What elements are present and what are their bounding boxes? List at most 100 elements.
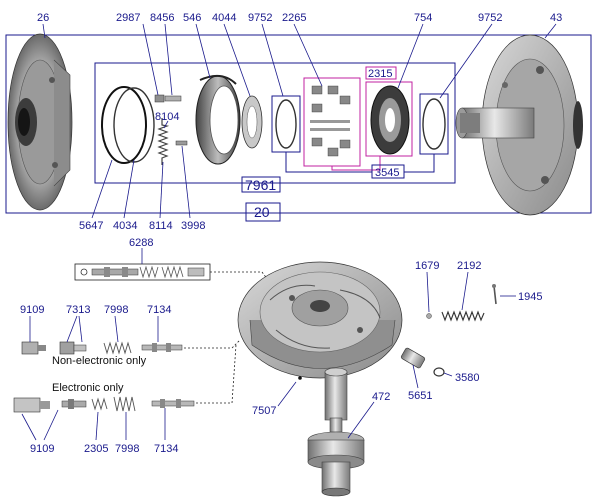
leader-9752a bbox=[261, 23, 284, 97]
leader-non-electronic-to-body bbox=[184, 339, 241, 349]
leader-electronic-to-body bbox=[196, 344, 237, 404]
label-754: 754 bbox=[414, 12, 432, 24]
o-ring-9752-right bbox=[422, 98, 446, 150]
label-472: 472 bbox=[372, 391, 390, 403]
label-2192: 2192 bbox=[457, 260, 481, 272]
valve-9109-electronic bbox=[13, 397, 50, 413]
seal-ring-4034 bbox=[113, 87, 155, 163]
label-1679: 1679 bbox=[415, 260, 439, 272]
leader-9752b bbox=[439, 23, 493, 99]
note-electronic: Electronic only bbox=[52, 382, 124, 394]
leader-9109b-2 bbox=[43, 409, 59, 441]
leader-754 bbox=[397, 23, 424, 89]
leader-5651 bbox=[412, 364, 419, 389]
thrust-washer-4044 bbox=[241, 95, 263, 149]
callout-7961-box bbox=[241, 176, 281, 193]
label-9109-bottom: 9109 bbox=[30, 443, 54, 455]
leader-2265 bbox=[293, 23, 323, 87]
valve-assembly-6288 bbox=[80, 265, 205, 279]
label-2305: 2305 bbox=[84, 443, 108, 455]
leader-7507 bbox=[277, 381, 297, 407]
label-6288: 6288 bbox=[129, 237, 153, 249]
note-non-electronic: Non-electronic only bbox=[52, 355, 147, 367]
assembly-20-frame bbox=[5, 34, 592, 214]
spring-7998-electronic bbox=[113, 396, 136, 412]
leader-7313b bbox=[78, 315, 83, 343]
leader-2305 bbox=[95, 411, 99, 441]
label-9752-right: 9752 bbox=[478, 12, 502, 24]
leader-3580 bbox=[443, 372, 453, 377]
label-9752-left: 9752 bbox=[248, 12, 272, 24]
leader-6288-to-body bbox=[210, 271, 269, 281]
leader-8114 bbox=[159, 161, 164, 219]
leader-472 bbox=[347, 401, 375, 439]
leader-9109b-1 bbox=[21, 413, 37, 441]
valve-8456 bbox=[164, 95, 182, 102]
label-7998-bottom: 7998 bbox=[115, 443, 139, 455]
label-4034: 4034 bbox=[113, 220, 137, 232]
seal-ring-5647 bbox=[101, 86, 147, 164]
label-43: 43 bbox=[550, 12, 562, 24]
label-20: 20 bbox=[254, 204, 270, 220]
label-2315: 2315 bbox=[368, 68, 392, 80]
leader-3998 bbox=[181, 145, 191, 219]
label-5651: 5651 bbox=[408, 390, 432, 402]
stator-support-43 bbox=[455, 34, 583, 216]
leader-26 bbox=[42, 23, 46, 39]
label-1945: 1945 bbox=[518, 291, 542, 303]
bracket-2315 bbox=[331, 156, 381, 171]
check-ball-1679 bbox=[426, 313, 432, 319]
label-7313: 7313 bbox=[66, 304, 90, 316]
label-5647: 5647 bbox=[79, 220, 103, 232]
o-ring-3580 bbox=[433, 367, 445, 377]
spring-7998-non-electronic bbox=[103, 341, 132, 355]
label-7998-top: 7998 bbox=[104, 304, 128, 316]
bracket-3545 bbox=[285, 152, 372, 173]
valve-body-7507 bbox=[237, 261, 403, 380]
label-2265: 2265 bbox=[282, 12, 306, 24]
plug-2987 bbox=[154, 94, 165, 103]
pump-body-26 bbox=[7, 33, 73, 211]
valve-7134-non-electronic bbox=[141, 343, 183, 352]
label-9109-top: 9109 bbox=[20, 304, 44, 316]
spring-2305 bbox=[91, 397, 108, 411]
leader-7313a bbox=[66, 315, 78, 343]
label-8104: 8104 bbox=[155, 111, 179, 123]
input-shaft-472 bbox=[307, 367, 365, 497]
o-ring-9752-left bbox=[275, 99, 297, 149]
clutch-drum-546 bbox=[195, 74, 241, 165]
pin-1945 bbox=[492, 284, 497, 305]
callout-3545-box bbox=[371, 164, 405, 179]
valve-2305 bbox=[61, 399, 87, 409]
leader-2987 bbox=[142, 23, 159, 96]
label-546: 546 bbox=[183, 12, 201, 24]
sleeve-5651 bbox=[400, 347, 426, 369]
leader-2192 bbox=[461, 271, 469, 311]
label-2987: 2987 bbox=[116, 12, 140, 24]
valve-7134-electronic bbox=[151, 399, 195, 408]
label-3998: 3998 bbox=[181, 220, 205, 232]
label-7961: 7961 bbox=[245, 177, 276, 193]
label-7134-top: 7134 bbox=[147, 304, 171, 316]
assembly-7961-frame bbox=[94, 62, 456, 184]
label-4044: 4044 bbox=[212, 12, 236, 24]
label-26: 26 bbox=[37, 12, 49, 24]
valve-7313 bbox=[59, 341, 87, 355]
clutch-plates-2265 bbox=[310, 85, 351, 157]
leader-7998a bbox=[114, 315, 119, 343]
callout-20-box bbox=[245, 202, 281, 222]
spring-2192 bbox=[441, 310, 485, 322]
pin-3998 bbox=[175, 140, 188, 146]
leader-8456 bbox=[164, 23, 173, 96]
leader-1679 bbox=[426, 271, 430, 313]
label-8114: 8114 bbox=[149, 220, 173, 232]
label-3580: 3580 bbox=[455, 372, 479, 384]
sprag-clutch-754 bbox=[370, 85, 410, 155]
ring-9752-box-right bbox=[419, 93, 449, 155]
bracket-3545-right bbox=[404, 154, 435, 173]
valve-9109-non-electronic bbox=[21, 341, 46, 355]
callout-2315-box bbox=[365, 66, 397, 80]
leader-5647 bbox=[91, 159, 113, 219]
